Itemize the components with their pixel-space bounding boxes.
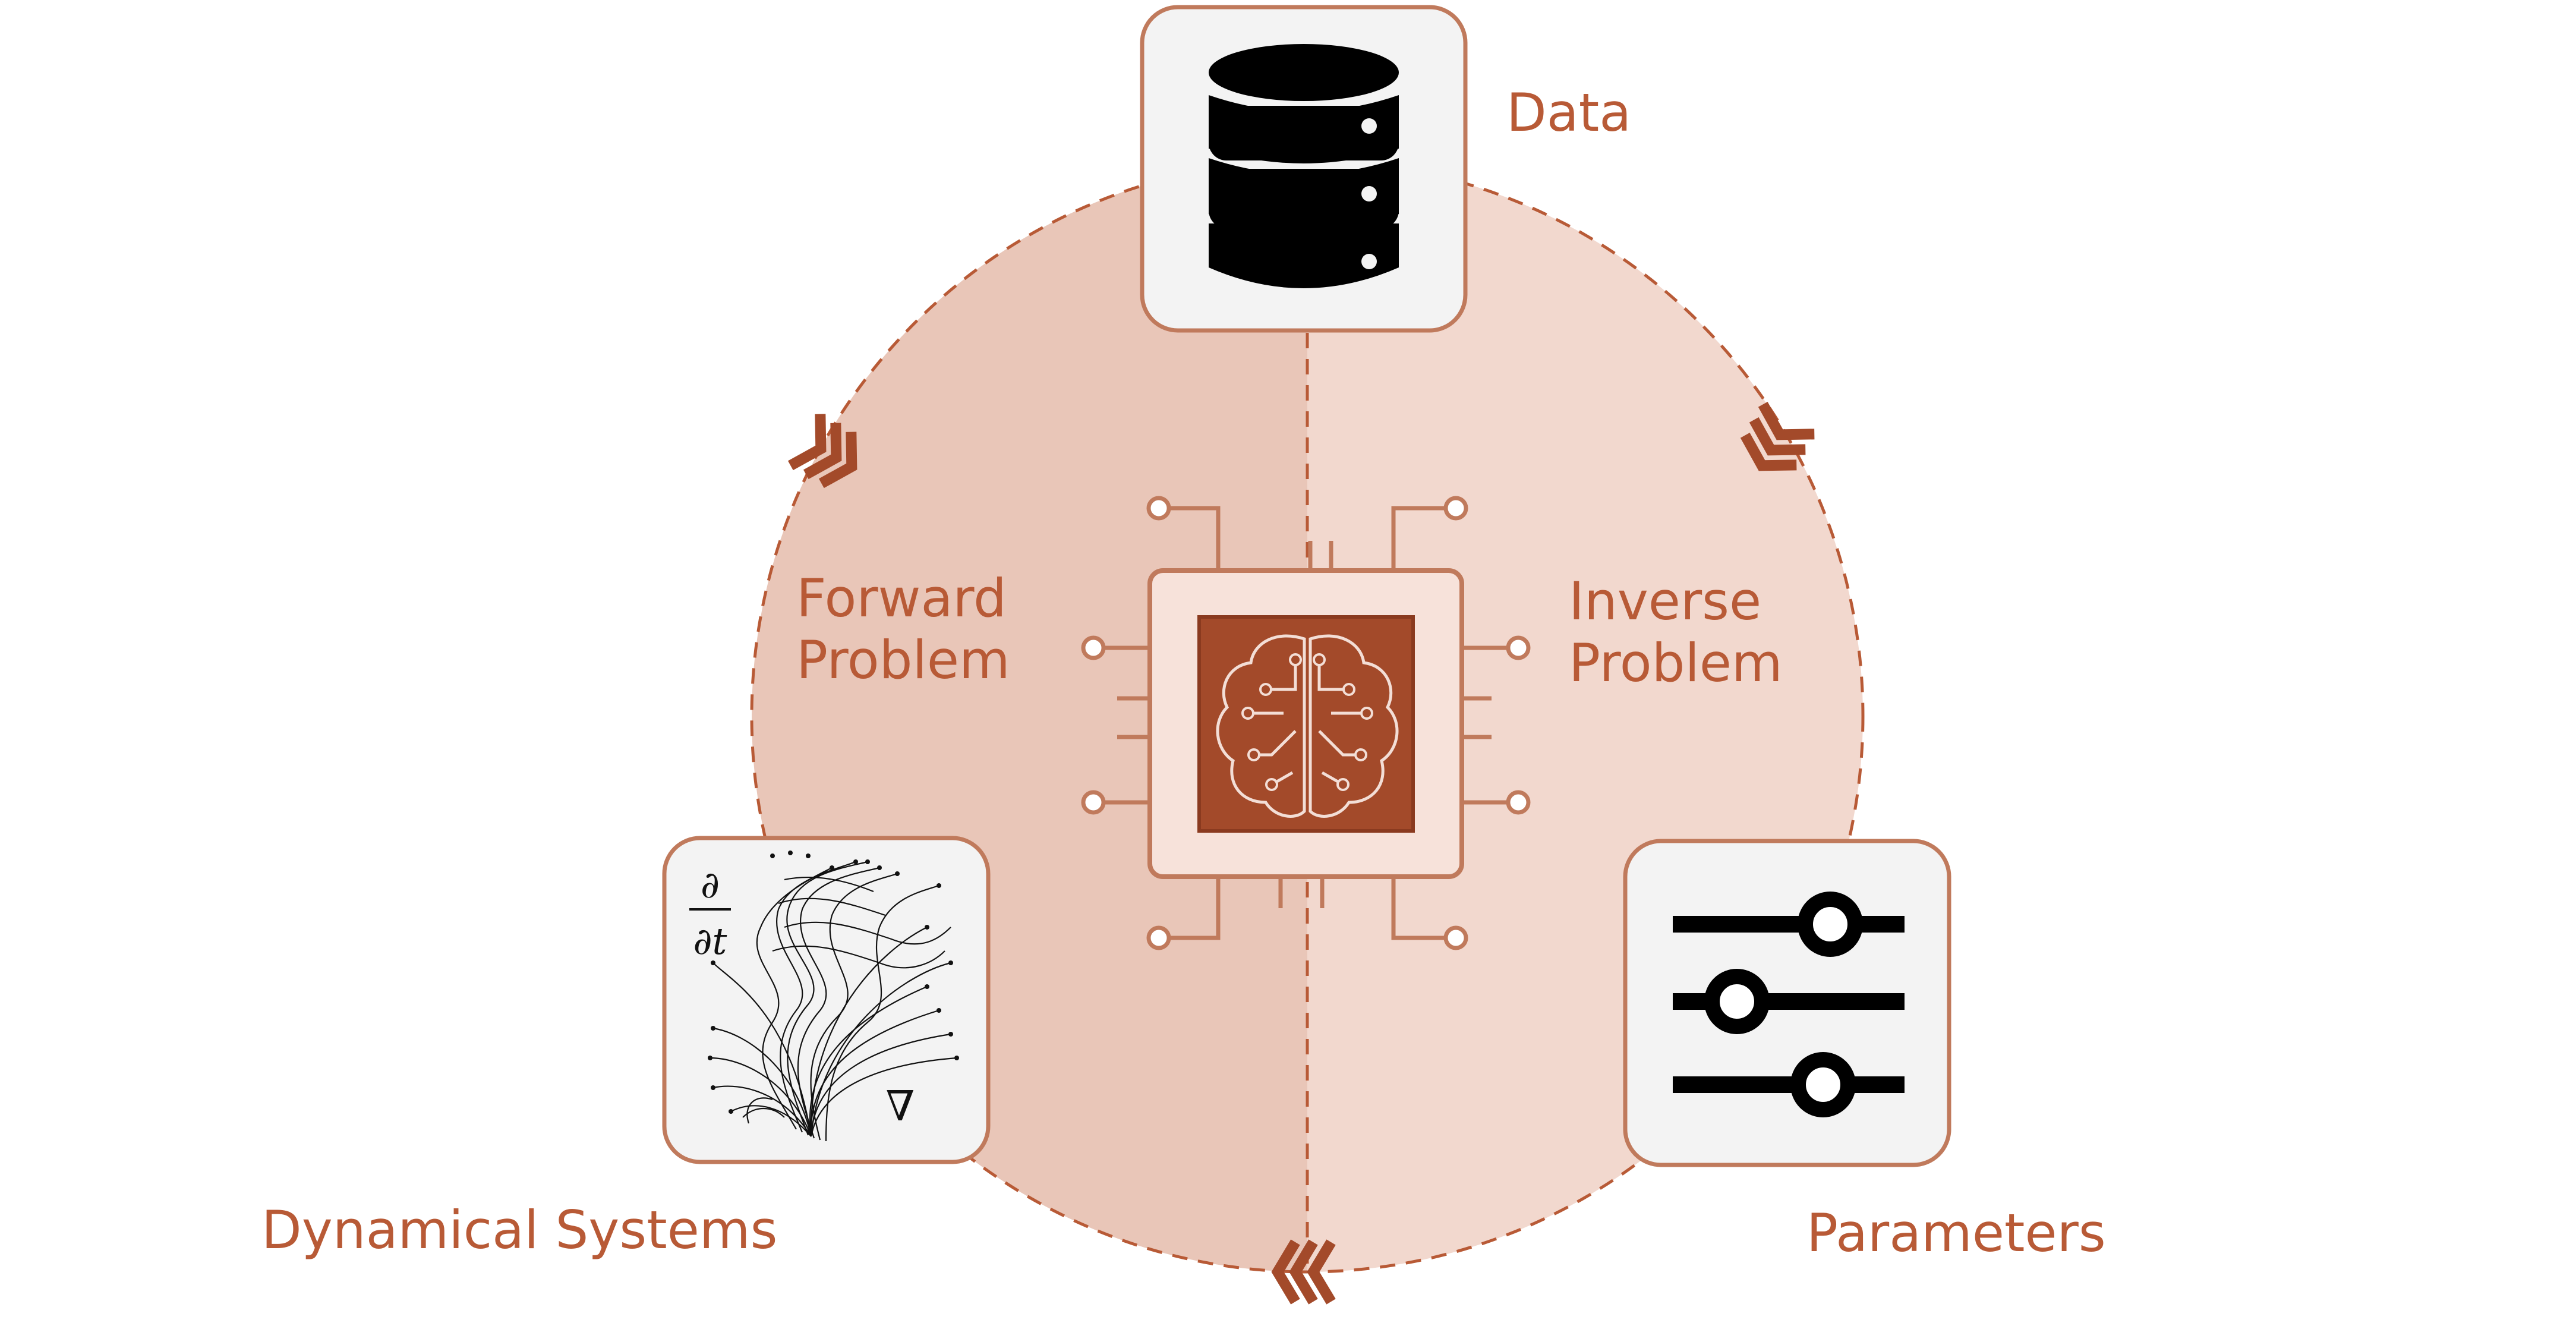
inverse-line-2: Problem (1569, 632, 1783, 694)
inverse-line-1: Inverse (1569, 571, 1762, 632)
chevron-right-top-icon (1740, 401, 1815, 471)
label-data: Data (1506, 82, 1632, 143)
data-icon-box (1140, 5, 1468, 333)
label-forward-problem: Forward Problem (796, 568, 1010, 691)
label-dynamical-systems: Dynamical Systems (261, 1199, 778, 1261)
brain-chip-icon (1081, 496, 1531, 950)
dynamical-systems-icon-box: ∂ ∂t ∇ (662, 836, 991, 1164)
forward-line-2: Problem (796, 629, 1010, 691)
parameters-icon-box (1623, 839, 1951, 1167)
chevron-bottom-icon (1271, 1239, 1336, 1305)
sliders-icon (1673, 892, 1905, 1117)
chevron-left-top-icon (787, 414, 857, 489)
label-inverse-problem: Inverse Problem (1569, 571, 1783, 694)
forward-line-1: Forward (796, 568, 1007, 629)
trajectory-points (708, 851, 959, 1114)
database-icon (1209, 44, 1399, 288)
label-parameters: Parameters (1806, 1202, 2106, 1264)
nabla-symbol: ∇ (886, 1082, 915, 1130)
partial-t-symbol: ∂t (693, 919, 727, 963)
dynamical-trajectories-icon (710, 861, 957, 1142)
partial-symbol: ∂ (701, 863, 720, 906)
